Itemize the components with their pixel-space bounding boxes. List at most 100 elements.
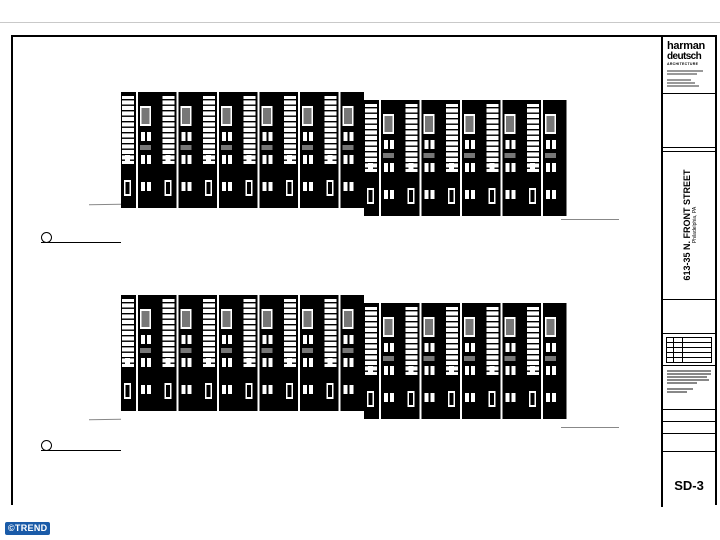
ground-window (262, 385, 267, 394)
siding-line (162, 143, 175, 145)
firm-address-block (667, 69, 711, 88)
mid-window (390, 140, 394, 149)
siding-line (486, 315, 499, 317)
siding-line (122, 154, 134, 156)
siding-line (324, 154, 337, 156)
window-glass (222, 108, 231, 124)
siding-panel (486, 104, 499, 172)
mid-window (309, 335, 313, 344)
title-divider (663, 409, 715, 410)
door-panel (166, 385, 170, 397)
ground-window (505, 190, 510, 199)
mid-window (471, 343, 475, 352)
siding-line (365, 359, 377, 361)
siding-line (324, 329, 337, 331)
siding-line (324, 346, 337, 348)
ground-window (309, 385, 313, 394)
lower-window (268, 358, 273, 367)
mid-window (349, 335, 354, 344)
facade-joint (338, 295, 341, 411)
mid-window (465, 343, 469, 352)
siding-line (284, 357, 296, 359)
lower-window (511, 163, 516, 172)
spandrel-panel (302, 348, 313, 353)
ground-window (343, 182, 348, 191)
siding-line (284, 340, 296, 342)
siding-line (243, 104, 256, 106)
lower-window (489, 366, 495, 375)
siding-panel (162, 299, 175, 367)
ground-window (187, 385, 192, 394)
siding-line (203, 115, 215, 117)
siding-line (162, 324, 175, 326)
mid-window (181, 335, 186, 344)
ground-window (343, 385, 348, 394)
siding-line (486, 332, 499, 334)
siding-line (446, 310, 458, 312)
ground-window (147, 385, 151, 394)
mid-window (511, 343, 516, 352)
siding-line (324, 340, 337, 342)
lower-window (505, 366, 510, 375)
mid-window (309, 132, 313, 141)
siding-line (527, 332, 539, 334)
lower-window (147, 155, 151, 164)
siding-line (405, 326, 418, 328)
lower-window (408, 366, 414, 375)
spandrel-panel (383, 356, 394, 361)
siding-line (203, 143, 215, 145)
lower-window (181, 358, 186, 367)
door-panel (287, 385, 292, 397)
ground-window (147, 182, 151, 191)
siding-line (284, 154, 296, 156)
mid-window (505, 140, 510, 149)
siding-line (405, 348, 418, 350)
window-glass (182, 108, 190, 124)
spandrel-panel (342, 145, 354, 150)
spandrel-panel (545, 356, 556, 361)
siding-line (405, 134, 418, 136)
lower-window (449, 366, 454, 375)
elevation-lower (13, 295, 661, 445)
ground-window (181, 385, 186, 394)
siding-panel (203, 96, 215, 164)
label-rule (41, 450, 121, 451)
siding-line (446, 315, 458, 317)
mid-window (147, 335, 151, 344)
siding-line (122, 302, 134, 304)
ground-window (187, 182, 192, 191)
siding-line (284, 137, 296, 139)
lower-window (505, 163, 510, 172)
siding-line (203, 329, 215, 331)
mid-window (141, 132, 145, 141)
ground-window (465, 190, 469, 199)
siding-line (284, 324, 296, 326)
siding-line (486, 354, 499, 356)
lower-window (303, 155, 307, 164)
lower-window (343, 155, 348, 164)
lower-window (125, 358, 130, 367)
siding-line (446, 118, 458, 120)
ground-window (430, 393, 435, 402)
spandrel-panel (221, 145, 232, 150)
siding-line (324, 148, 337, 150)
window-glass (546, 116, 555, 132)
lower-window (489, 163, 495, 172)
mid-window (222, 335, 226, 344)
logo-text-line3: ARCHITECTURE (667, 62, 699, 66)
window-glass (465, 116, 474, 132)
siding-line (243, 329, 256, 331)
siding-line (486, 348, 499, 350)
siding-line (162, 351, 175, 353)
siding-line (527, 129, 539, 131)
mid-window (343, 335, 348, 344)
siding-line (446, 337, 458, 339)
mid-window (303, 335, 307, 344)
mid-window (228, 335, 232, 344)
lower-window (552, 163, 556, 172)
facade-joint (460, 100, 462, 216)
ground-window (511, 190, 516, 199)
facade-joint (541, 303, 543, 419)
siding-line (365, 321, 377, 323)
siding-line (405, 359, 418, 361)
